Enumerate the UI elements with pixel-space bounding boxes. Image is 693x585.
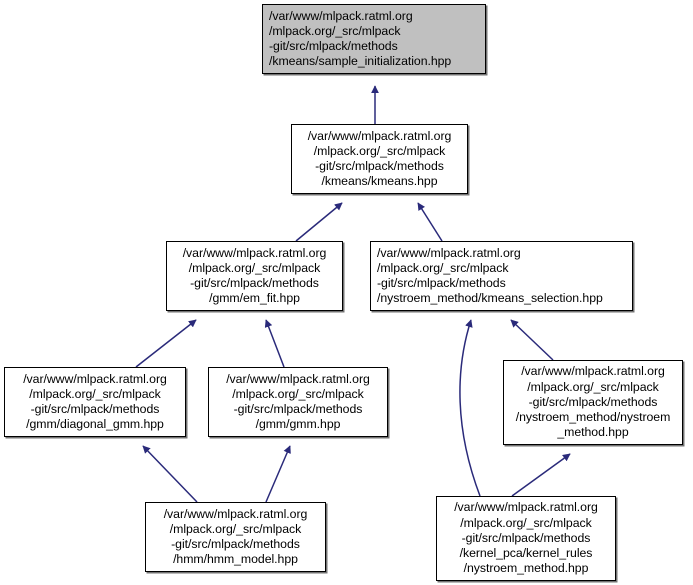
graph-node-nystroem_method[interactable]: /var/www/mlpack.ratml.org/mlpack.org/_sr…: [503, 360, 683, 445]
node-label-line: /mlpack.org/_src/mlpack: [377, 260, 509, 275]
graph-edge-nystroem_method-to-kmeans_selection: [510, 319, 554, 361]
node-label-line: /var/www/mlpack.ratml.org: [454, 500, 598, 515]
node-label-line: -git/src/mlpack/methods: [269, 39, 398, 53]
node-label-line: -git/src/mlpack/methods: [171, 537, 300, 551]
node-label-line: /var/www/mlpack.ratml.org: [182, 245, 327, 260]
graph-node-kernel_rules_nystroem_method[interactable]: /var/www/mlpack.ratml.org/mlpack.org/_sr…: [436, 496, 616, 581]
node-label-line: -git/src/mlpack/methods: [461, 530, 591, 545]
node-label-line: /kmeans/sample_initialization.hpp: [269, 54, 452, 69]
graph-node-kmeans_selection[interactable]: /var/www/mlpack.ratml.org/mlpack.org/_sr…: [370, 241, 633, 311]
node-label-line: /kernel_pca/kernel_rules: [459, 546, 593, 561]
node-label-line: /var/www/mlpack.ratml.org: [269, 8, 413, 23]
graph-edge-kernel_rules_nystroem_method-to-kmeans_selection: [459, 319, 481, 497]
graph-edge-hmm_model-to-gmm: [265, 445, 291, 503]
node-label-line: /gmm/gmm.hpp: [255, 417, 341, 432]
graph-node-gmm[interactable]: /var/www/mlpack.ratml.org/mlpack.org/_sr…: [208, 367, 388, 437]
node-label-line: /mlpack.org/_src/mlpack: [269, 23, 401, 38]
node-label-line: /hmm/hmm_model.hpp: [173, 552, 298, 567]
node-label-line: /gmm/em_fit.hpp: [209, 291, 300, 306]
graph-node-hmm_model[interactable]: /var/www/mlpack.ratml.org/mlpack.org/_sr…: [145, 502, 326, 572]
node-label-line: /var/www/mlpack.ratml.org: [226, 371, 370, 386]
node-label-line: /var/www/mlpack.ratml.org: [377, 245, 521, 260]
graph-edge-gmm-to-em_fit: [264, 319, 285, 368]
node-label-line: /mlpack.org/_src/mlpack: [527, 379, 659, 394]
graph-node-sample_initialization[interactable]: /var/www/mlpack.ratml.org/mlpack.org/_sr…: [262, 4, 486, 74]
node-label-line: -git/src/mlpack/methods: [315, 159, 444, 173]
node-label-line: /mlpack.org/_src/mlpack: [29, 386, 161, 401]
graph-edge-kmeans_selection-to-kmeans: [417, 202, 443, 242]
node-label-line: -git/src/mlpack/methods: [528, 394, 658, 409]
node-label-line: /nystroem_method/nystroem: [515, 410, 671, 425]
node-label-line: /var/www/mlpack.ratml.org: [23, 371, 167, 386]
node-label-line: /kmeans/kmeans.hpp: [321, 174, 438, 189]
graph-edge-hmm_model-to-diagonal_gmm: [142, 445, 198, 503]
node-label-line: /nystroem_method/kmeans_selection.hpp: [377, 291, 603, 306]
node-label-line: /mlpack.org/_src/mlpack: [232, 386, 364, 401]
node-label-line: /nystroem_method.hpp: [463, 561, 589, 576]
node-label-line: /var/www/mlpack.ratml.org: [163, 506, 308, 521]
graph-node-diagonal_gmm[interactable]: /var/www/mlpack.ratml.org/mlpack.org/_sr…: [4, 367, 186, 437]
node-label-line: /mlpack.org/_src/mlpack: [313, 143, 446, 158]
node-label-line: _method.hpp: [557, 425, 629, 440]
node-label-line: /gmm/diagonal_gmm.hpp: [26, 417, 164, 432]
node-label-line: /mlpack.org/_src/mlpack: [188, 260, 321, 275]
graph-edge-em_fit-to-kmeans: [295, 202, 343, 242]
node-label-line: /mlpack.org/_src/mlpack: [169, 521, 302, 536]
node-label-line: /var/www/mlpack.ratml.org: [521, 364, 665, 379]
graph-edge-kernel_rules_nystroem_method-to-nystroem_method: [511, 453, 571, 497]
graph-edge-diagonal_gmm-to-em_fit: [135, 319, 197, 368]
node-label-line: -git/src/mlpack/methods: [233, 402, 363, 416]
node-label-line: -git/src/mlpack/methods: [377, 276, 506, 290]
node-label-line: -git/src/mlpack/methods: [190, 276, 319, 290]
node-label-line: /mlpack.org/_src/mlpack: [460, 515, 592, 530]
graph-node-kmeans[interactable]: /var/www/mlpack.ratml.org/mlpack.org/_sr…: [291, 124, 468, 194]
graph-node-em_fit[interactable]: /var/www/mlpack.ratml.org/mlpack.org/_sr…: [166, 241, 343, 311]
node-label-line: -git/src/mlpack/methods: [30, 402, 160, 416]
node-label-line: /var/www/mlpack.ratml.org: [307, 128, 452, 143]
